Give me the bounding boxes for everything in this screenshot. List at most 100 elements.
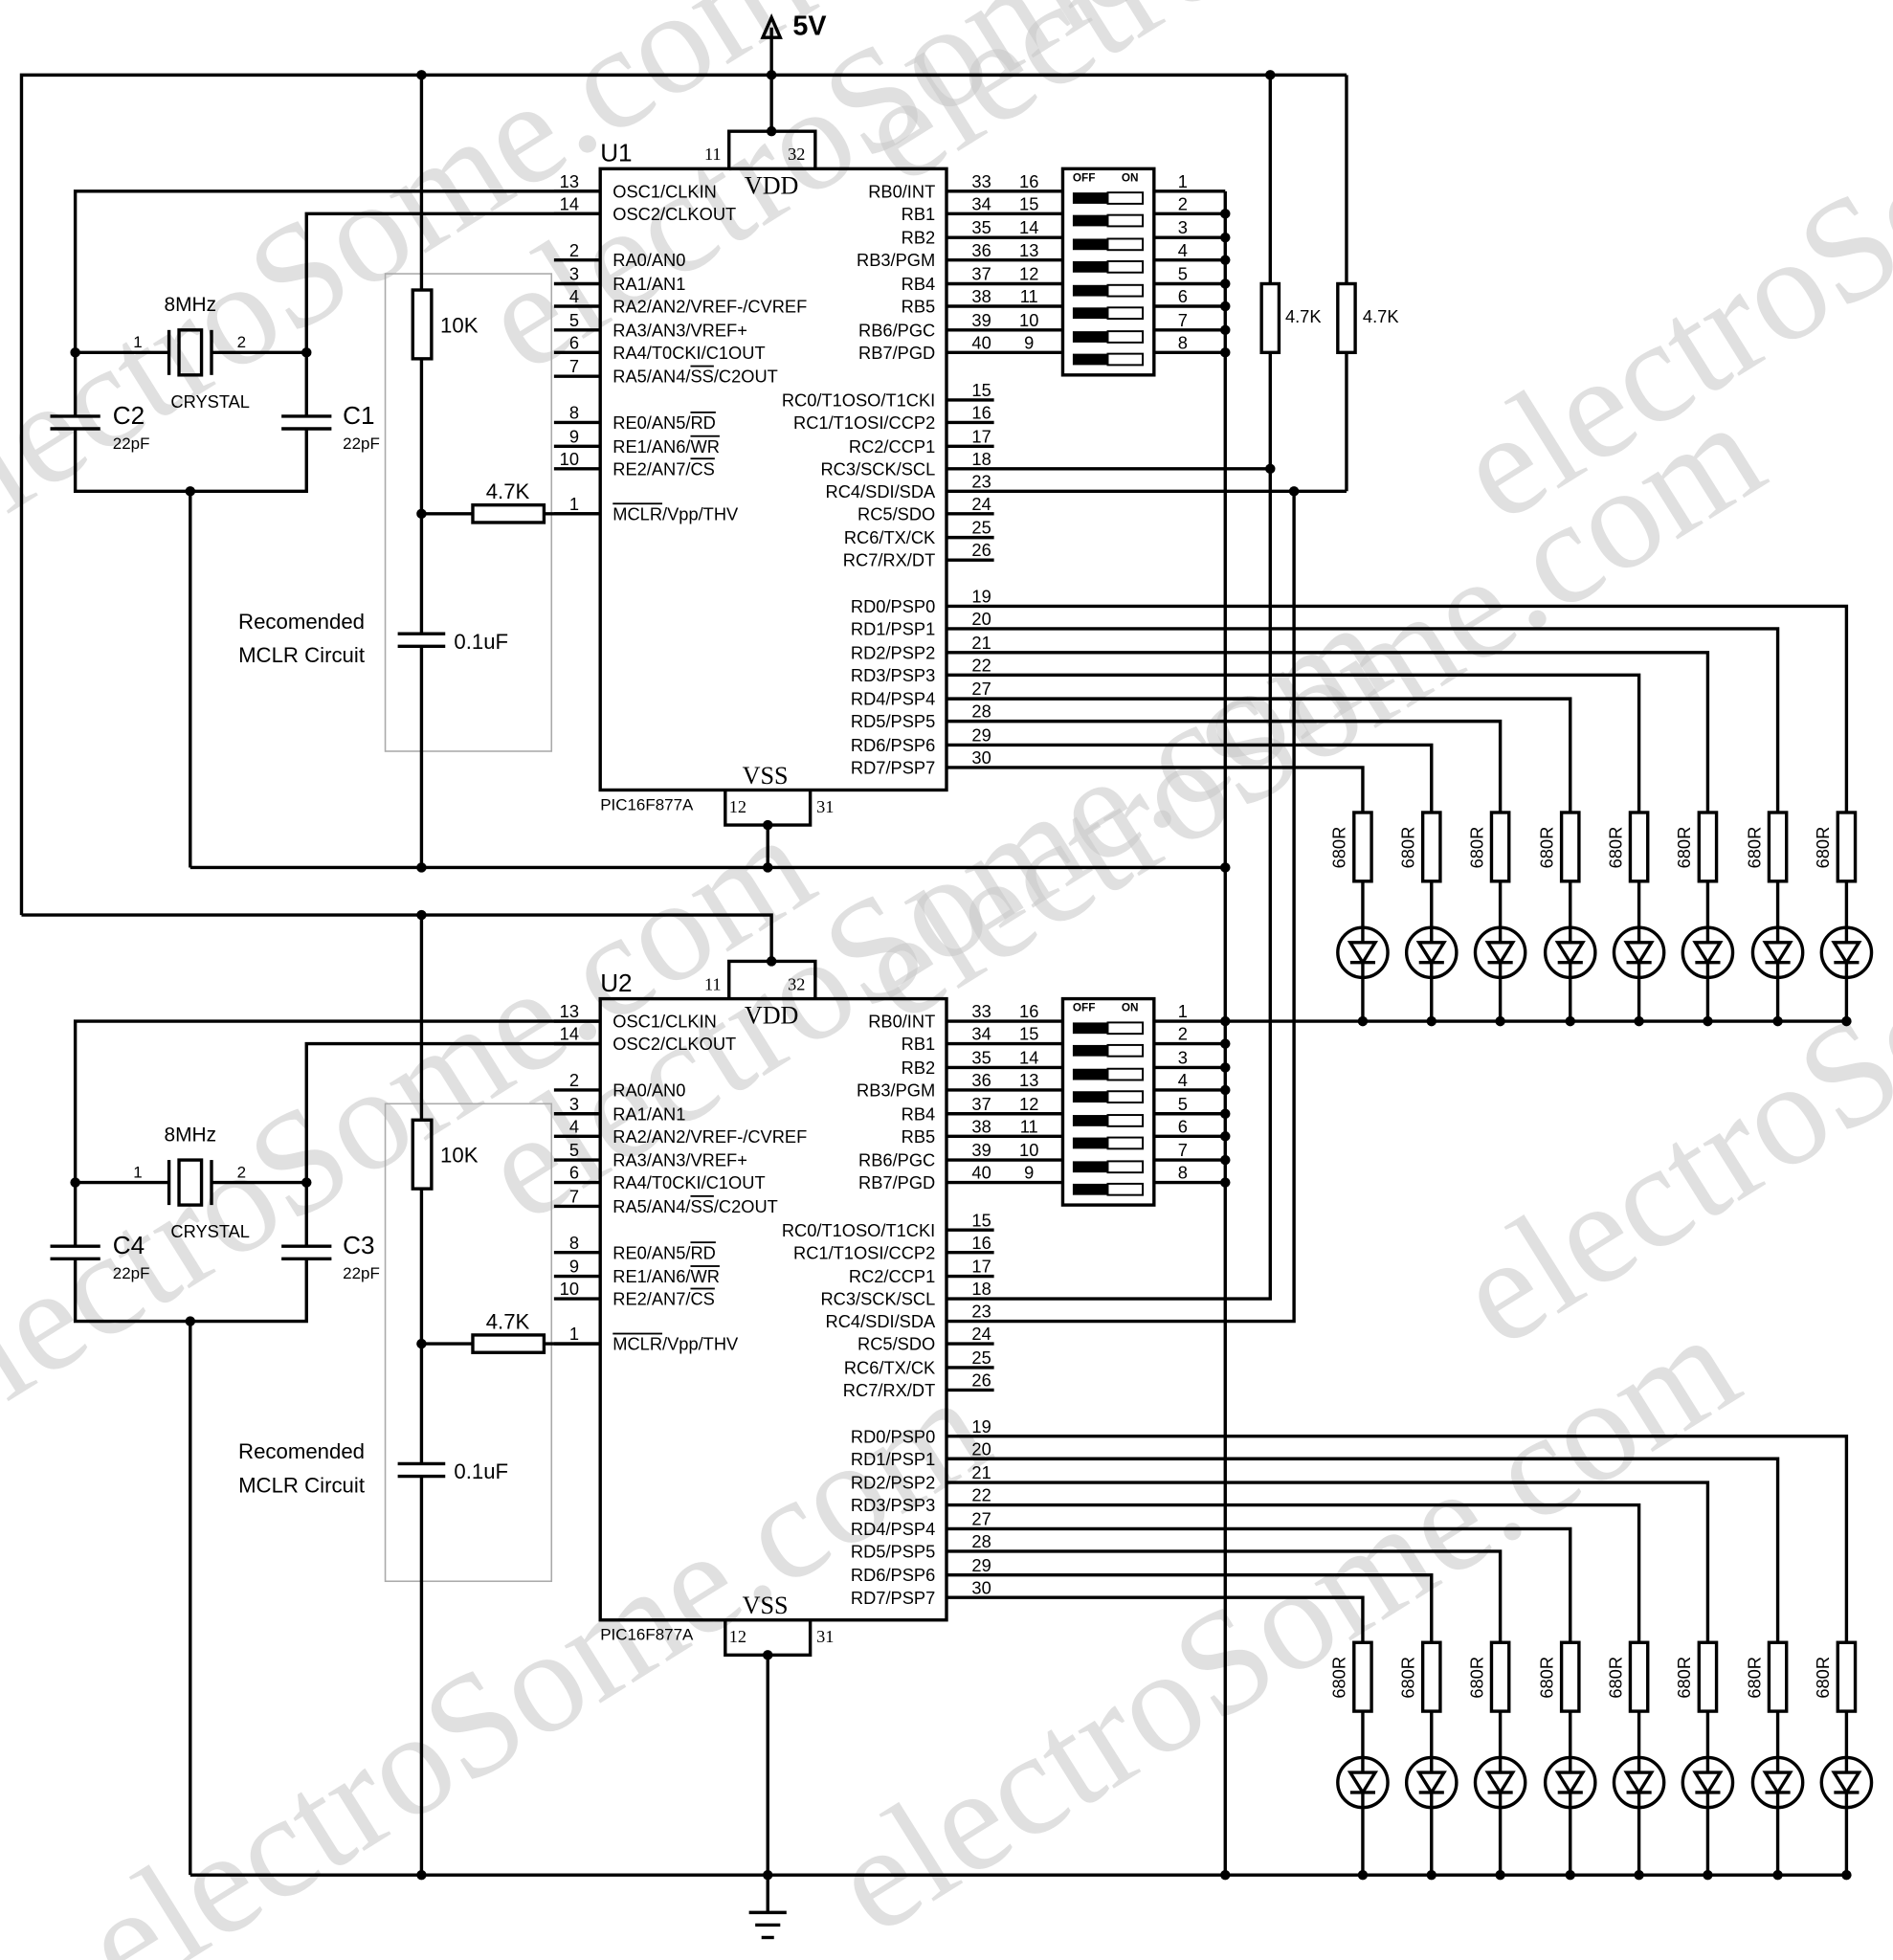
pin-number: 19 — [971, 587, 991, 607]
led-resistor — [1767, 1640, 1789, 1713]
led-drive-wire — [946, 743, 1434, 813]
led-drive-wire — [946, 1549, 1503, 1643]
pin-name: RB5 — [902, 1126, 936, 1147]
dip-switch-lever — [1072, 238, 1108, 251]
pin-name: RD4/PSP4 — [851, 689, 935, 709]
pin-number: 40 — [971, 1163, 991, 1183]
led-resistor — [1697, 811, 1719, 883]
dip-pin-number: 2 — [1178, 193, 1188, 213]
dip-pin-number: 6 — [1178, 1116, 1188, 1136]
pin-number: 18 — [971, 1279, 991, 1299]
led-resistor — [1420, 1640, 1442, 1713]
pin-name: RB4 — [902, 274, 936, 294]
dip-switch-lever — [1072, 1068, 1108, 1080]
pin-number: 20 — [971, 1438, 991, 1459]
dip-on-label: ON — [1122, 171, 1139, 184]
resistor-value: 10K — [440, 313, 479, 337]
junction-dot — [1634, 1869, 1644, 1881]
pin-name: RB1 — [902, 1034, 936, 1054]
led-diode-icon — [1554, 1771, 1586, 1796]
led-drive-wire — [946, 766, 1365, 813]
pin-name: RC3/SCK/SCL — [820, 458, 935, 479]
led-resistor — [1420, 811, 1442, 883]
dip-pin-number: 2 — [1178, 1024, 1188, 1044]
pin-name: RA0/AN0 — [612, 250, 685, 270]
led-drive-wire — [946, 1595, 1365, 1643]
pin-number: 40 — [971, 332, 991, 352]
dip-pin-number: 9 — [1024, 1163, 1034, 1183]
pin-name: RC4/SDI/SDA — [826, 1311, 937, 1331]
led-resistor-value: 680R — [1605, 827, 1625, 869]
pin-number: 35 — [971, 1048, 991, 1068]
junction-dot — [1265, 463, 1276, 475]
pin-number: 28 — [971, 702, 991, 722]
vdd-pin-num: 11 — [704, 974, 722, 993]
led-resistor-value: 680R — [1397, 827, 1417, 869]
capacitor-value: 22pF — [113, 1264, 150, 1282]
vss-label: VSS — [743, 1592, 789, 1619]
pin-number: 16 — [971, 1233, 991, 1253]
pin-number: 24 — [971, 1324, 991, 1344]
dip-switch-slot — [1106, 1043, 1145, 1058]
pin-name: RC0/T1OSO/T1CKI — [782, 390, 935, 410]
junction-dot — [1565, 1869, 1575, 1881]
dip-switch-slot — [1106, 1160, 1145, 1174]
pin-name: RB2 — [902, 228, 936, 248]
led-resistor — [1628, 811, 1650, 883]
pin-number: 8 — [569, 403, 579, 423]
led-drive-wire — [946, 604, 1849, 813]
pin-name: RA4/T0CKI/C1OUT — [612, 343, 765, 363]
pin-number: 14 — [560, 1024, 579, 1044]
capacitor-ref: C3 — [343, 1231, 374, 1259]
vss-pin-num: 31 — [816, 797, 834, 816]
pin-number: 35 — [971, 217, 991, 237]
capacitor-value: 0.1uF — [454, 1459, 508, 1483]
dip-switch-slot — [1106, 1182, 1145, 1196]
pin-name: RB5 — [902, 297, 936, 317]
crystal-pin: 2 — [237, 1163, 246, 1181]
junction-dot — [1220, 1108, 1231, 1119]
pin-number: 34 — [971, 1024, 991, 1044]
dip-switch-slot — [1106, 1090, 1145, 1103]
dip-switch-lever — [1072, 1183, 1108, 1195]
pin-number: 37 — [971, 264, 991, 284]
pin-name: RE0/AN5/RD — [612, 1242, 716, 1262]
led-diode-icon — [1762, 1771, 1793, 1796]
pin-number: 29 — [971, 1555, 991, 1575]
pin-number: 3 — [569, 1094, 579, 1114]
junction-dot — [766, 956, 777, 967]
pin-name: RC1/T1OSI/CCP2 — [793, 1242, 935, 1262]
junction-dot — [1265, 70, 1276, 80]
junction-dot — [1703, 1869, 1713, 1881]
led-resistor — [1489, 811, 1511, 883]
pin-number: 3 — [569, 264, 579, 284]
pin-name: RD0/PSP0 — [851, 596, 935, 616]
dip-pin-number: 1 — [1178, 1001, 1188, 1021]
pin-number: 16 — [971, 403, 991, 423]
pin-number: 5 — [569, 1140, 579, 1160]
led-resistor — [1836, 1640, 1858, 1713]
pin-number: 39 — [971, 1140, 991, 1160]
dip-pin-number: 9 — [1024, 332, 1034, 352]
dip-pin-number: 8 — [1178, 1163, 1188, 1183]
led-resistor — [1767, 811, 1789, 883]
junction-dot — [1357, 1869, 1369, 1881]
dip-pin-number: 7 — [1178, 1140, 1188, 1160]
led-resistor-value: 680R — [1466, 1657, 1486, 1699]
led-resistor-value: 680R — [1397, 1657, 1417, 1699]
pin-name: RE1/AN6/WR — [612, 1266, 720, 1286]
pin-number: 9 — [569, 426, 579, 446]
resistor-value: 10K — [440, 1144, 479, 1168]
overlined-signal: MCLR — [612, 503, 662, 523]
pin-number: 24 — [971, 494, 991, 514]
pin-name: RD7/PSP7 — [851, 1588, 935, 1608]
led-drive-wire — [946, 627, 1780, 813]
dip-switch — [1060, 167, 1156, 377]
pin-name: RD2/PSP2 — [851, 642, 935, 662]
chip-ref: U2 — [600, 969, 632, 997]
dip-on-label: ON — [1122, 1002, 1139, 1014]
pin-name: RD6/PSP6 — [851, 735, 935, 755]
pin-number: 13 — [560, 1001, 579, 1021]
led-drive-wire — [946, 1503, 1641, 1643]
dip-pin-number: 14 — [1019, 1048, 1038, 1068]
